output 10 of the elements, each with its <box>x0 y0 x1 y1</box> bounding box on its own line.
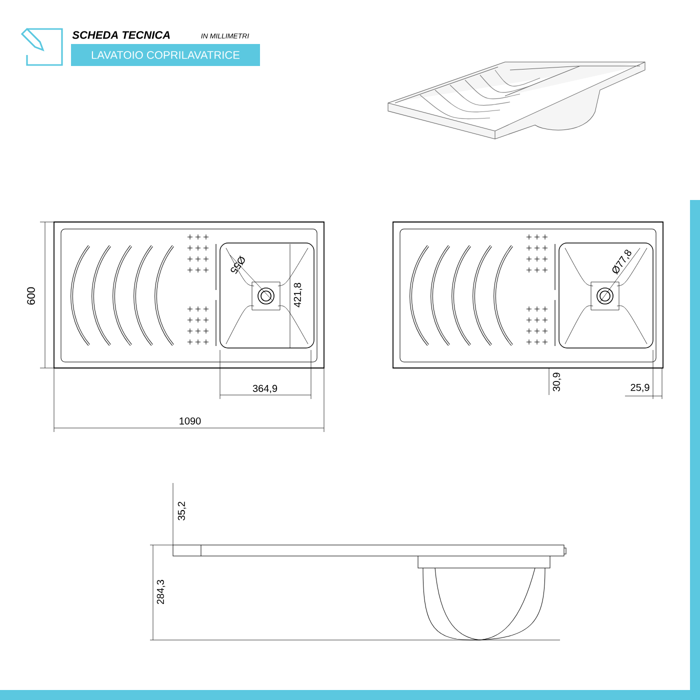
title-banner: LAVATOIO COPRILAVATRICE <box>71 44 260 66</box>
dimension-label: 1090 <box>180 417 201 425</box>
dimension-label: 364,9 <box>252 384 278 394</box>
dimension-label: 30,9 <box>552 372 562 392</box>
dimension-label: 421,8 <box>294 282 302 308</box>
dimension-label: 35,2 <box>178 502 186 520</box>
dimension-label: 284,3 <box>156 580 166 604</box>
dimension-label: 25,9 <box>630 384 650 392</box>
title: SCHEDA TECNICA <box>72 31 170 39</box>
dimension-label: 600 <box>27 287 35 305</box>
